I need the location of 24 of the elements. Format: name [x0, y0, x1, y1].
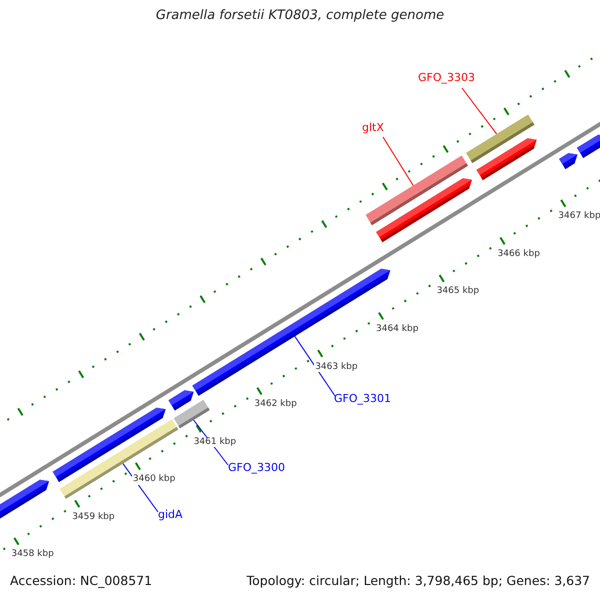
- scale-label: 3465 kbp: [436, 287, 480, 298]
- scale-label: 3462 kbp: [253, 400, 298, 410]
- gene-label: GFO_3301: [334, 393, 392, 406]
- gene-label: gltX: [362, 122, 384, 134]
- gene-bar: [174, 400, 210, 428]
- scale-label: 3463 kbp: [314, 362, 359, 372]
- accession-text: Accession: NC_008571: [10, 574, 152, 588]
- scale-label: 3460 kbp: [132, 475, 176, 486]
- scale-label: 3458 kbp: [10, 550, 55, 560]
- gene-label: GFO_3303: [418, 72, 476, 84]
- leader-line: [462, 88, 498, 134]
- genome-summary-text: Topology: circular; Length: 3,798,465 bp; Genes: 3,637: [246, 574, 590, 588]
- scale-label: 3464 kbp: [375, 325, 420, 335]
- gene-bar: [366, 156, 468, 226]
- title: Gramella forsetii KT0803, complete genome: [154, 9, 446, 24]
- gene-label: gidA: [158, 509, 183, 522]
- scale-label: 3466 kbp: [496, 250, 541, 260]
- scale-label: 3461 kbp: [192, 438, 238, 448]
- scale-label: 3459 kbp: [71, 512, 116, 523]
- leader-line: [294, 336, 336, 396]
- gene-label: GFO_3300: [228, 462, 286, 474]
- scale-label: 3467 kbp: [557, 212, 600, 222]
- gene-bar: [466, 114, 534, 164]
- leader-line: [382, 136, 414, 186]
